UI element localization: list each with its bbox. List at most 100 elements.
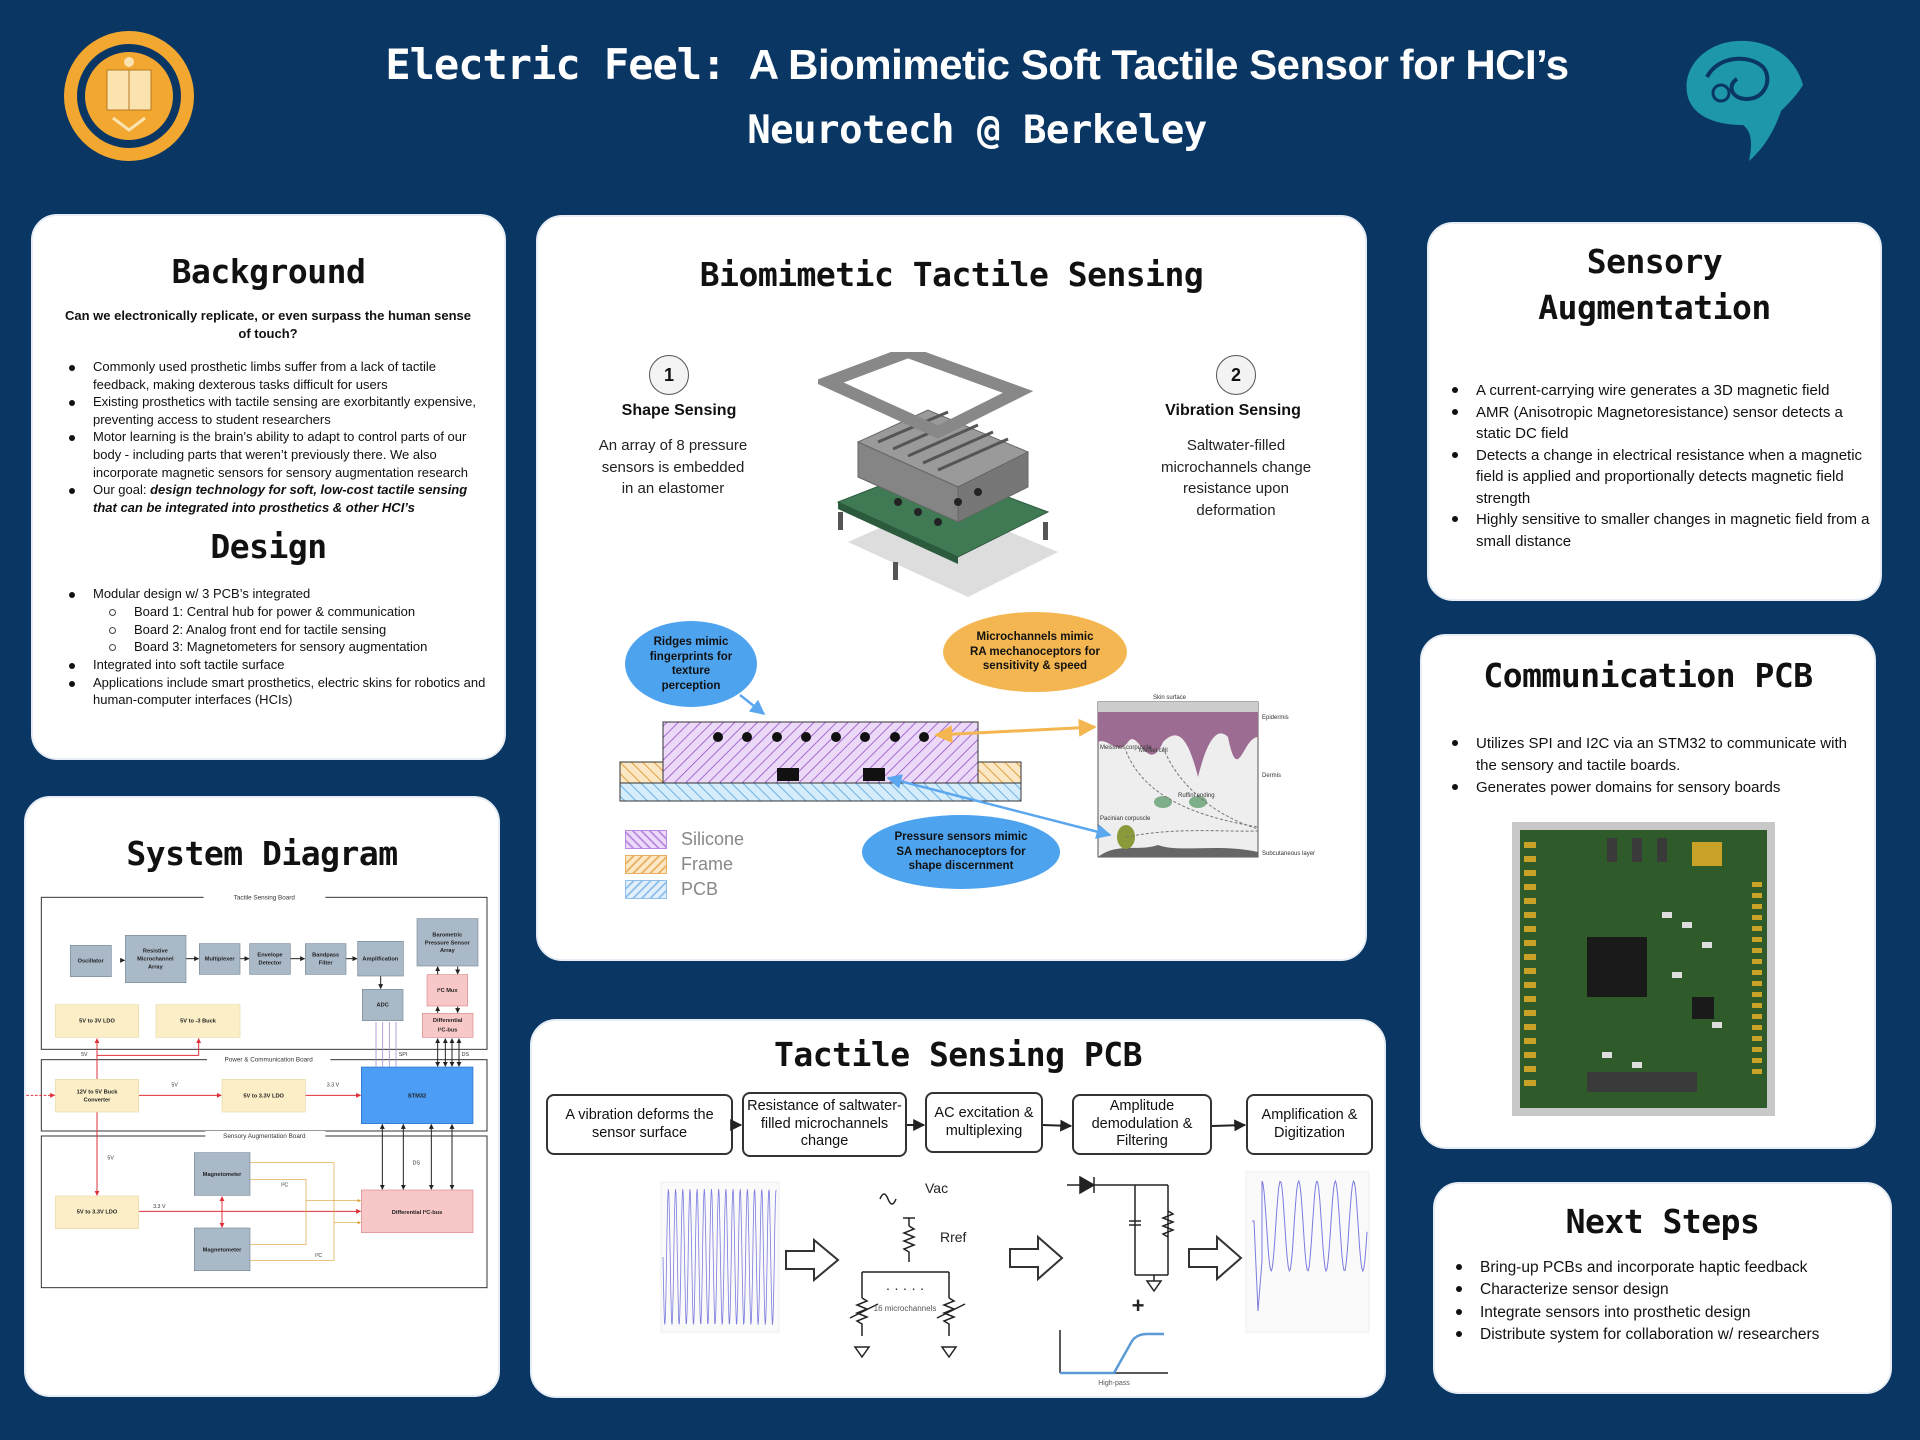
block-label: Bandpass <box>312 953 339 959</box>
background-bullet: Existing prosthetics with tactile sensin… <box>69 393 493 428</box>
skin-label: Dermis <box>1262 773 1281 779</box>
communication-pcb-panel: Communication PCB Utilizes SPI and I2C v… <box>1420 634 1876 1149</box>
process-arrow-icon <box>785 1237 840 1283</box>
design-sub-bullet: Board 1: Central hub for power & communi… <box>109 603 494 621</box>
design-bullets-2: Integrated into soft tactile surface App… <box>69 656 493 709</box>
block-label: STM32 <box>408 1093 426 1099</box>
vibration-description: Saltwater-filled microchannels change re… <box>1146 435 1326 521</box>
design-sub-bullets: Board 1: Central hub for power & communi… <box>109 603 494 656</box>
block-label: Converter <box>84 1097 112 1103</box>
flow-step-digitization: Amplification & Digitization <box>1246 1094 1373 1155</box>
background-bullets: Commonly used prosthetic limbs suffer fr… <box>69 358 493 516</box>
ridges-callout: Ridges mimic fingerprints for texture pe… <box>625 621 757 707</box>
stm32-block <box>360 1066 474 1124</box>
signal-chain-graphics: Vac Rref 16 microchannels · · · · · + Hi… <box>660 1119 1370 1387</box>
tactile-pcb-title: Tactile Sensing PCB <box>774 1035 1143 1074</box>
adc-block <box>361 989 404 1021</box>
group-label: Power & Communication Board <box>225 1057 314 1064</box>
wire-label: DS <box>462 1052 470 1058</box>
wire-label: 3.3 V <box>153 1204 166 1210</box>
i2c-mux-block <box>426 974 468 1007</box>
microchannel-array-block <box>125 935 187 983</box>
block-label: Magnetometer <box>203 1247 242 1253</box>
desc-line: resistance upon <box>1183 480 1289 497</box>
next-steps-bullets: Bring-up PCBs and incorporate haptic fee… <box>1456 1257 1880 1346</box>
biomimetic-panel: Biomimetic Tactile Sensing 1 Shape Sensi… <box>536 215 1367 961</box>
next-step-bullet: Integrate sensors into prosthetic design <box>1456 1302 1880 1324</box>
demodulation-circuit <box>1059 1175 1176 1375</box>
sensory-bullet: Highly sensitive to smaller changes in m… <box>1452 509 1871 552</box>
legend-label: PCB <box>681 879 719 899</box>
block-label: Multiplexer <box>205 957 236 963</box>
sensory-title-line1: Sensory <box>1586 242 1723 281</box>
process-arrow-icon <box>1188 1234 1243 1282</box>
block-label: 5V to 3.3V LDO <box>243 1093 284 1099</box>
ldo-33-power-block <box>221 1078 306 1113</box>
pcb-layer <box>619 782 1022 802</box>
background-title: Background <box>171 252 366 291</box>
ldo-33-sensory-block <box>55 1195 139 1229</box>
skin-label: Epidermis <box>1262 715 1289 721</box>
skin-label: Meissner corpuscle <box>1100 745 1152 751</box>
pcb-swatch <box>625 880 667 899</box>
background-panel: Background Can we electronically replica… <box>31 214 506 760</box>
system-diagram-panel: System Diagram Tactile Sensing Board Pow… <box>24 796 500 1397</box>
wire-label: 3.3 V <box>327 1083 340 1089</box>
system-block-diagram: Tactile Sensing Board Power & Communicat… <box>26 892 488 1289</box>
silicone-body <box>662 721 979 784</box>
vibration-number-badge: 2 <box>1216 355 1256 395</box>
tactile-pcb-panel: Tactile Sensing PCB A vibration deforms … <box>530 1019 1386 1398</box>
group-label: Sensory Augmentation Board <box>223 1133 306 1140</box>
legend-silicone: Silicone <box>625 829 744 850</box>
background-bullet: Motor learning is the brain’s ability to… <box>69 428 493 481</box>
skin-label: Pacinian corpuscle <box>1100 816 1151 822</box>
skin-diagram: Skin surface Epidermis Dermis Subcutaneo… <box>1097 695 1315 858</box>
desc-line: microchannels change <box>1160 458 1312 476</box>
background-goal-bullet: Our goal: design technology for soft, lo… <box>69 481 493 516</box>
silicone-swatch <box>625 830 667 849</box>
sensor-exploded-render <box>818 352 1058 597</box>
microchannels-callout: Microchannels mimic RA mechanoceptors fo… <box>943 612 1127 692</box>
system-diagram-title: System Diagram <box>126 834 398 873</box>
design-sub-bullet: Board 3: Magnetometers for sensory augme… <box>109 638 494 656</box>
next-step-bullet: Bring-up PCBs and incorporate haptic fee… <box>1456 1257 1880 1279</box>
biomimetic-title: Biomimetic Tactile Sensing <box>699 255 1204 294</box>
legend-label: Silicone <box>681 829 745 849</box>
shape-description: An array of 8 pressure sensors is embedd… <box>583 435 763 500</box>
design-title: Design <box>210 527 327 566</box>
ldo-3v-block <box>55 1004 139 1038</box>
output-signal-plot <box>1245 1171 1370 1333</box>
next-steps-title: Next Steps <box>1565 1202 1760 1241</box>
goal-prefix: Our goal: <box>93 482 151 498</box>
flow-step-excitation: AC excitation & multiplexing <box>925 1092 1043 1153</box>
multiplexer-block <box>199 943 241 975</box>
block-label: Filter <box>319 961 334 967</box>
legend-pcb: PCB <box>625 879 718 900</box>
design-sub-bullet: Board 2: Analog front end for tactile se… <box>109 621 494 639</box>
neurotech-head-icon <box>1677 37 1807 162</box>
vac-label: Vac <box>925 1180 948 1196</box>
pressure-callout: Pressure sensors mimic SA mechanoceptors… <box>862 815 1060 889</box>
sensory-bullet: Detects a change in electrical resistanc… <box>1452 445 1871 510</box>
desc-line: sensors is embedded <box>601 458 745 476</box>
wire-label: I²C <box>315 1253 322 1259</box>
block-label: ADC <box>377 1003 389 1009</box>
amplification-block <box>357 941 404 977</box>
block-label: Differential I²C-bus <box>392 1209 443 1216</box>
background-bullet: Commonly used prosthetic limbs suffer fr… <box>69 358 493 393</box>
shape-number-badge: 1 <box>649 355 689 395</box>
wire-label: SPI <box>399 1052 408 1058</box>
next-step-bullet: Distribute system for collaboration w/ r… <box>1456 1324 1880 1346</box>
communication-pcb-render <box>1512 822 1775 1116</box>
title-sans-part: A Biomimetic Soft Tactile Sensor for HCI… <box>748 41 1569 88</box>
raw-signal-plot <box>660 1181 780 1333</box>
skin-label: Skin surface <box>1153 695 1187 701</box>
design-bullets: Modular design w/ 3 PCB’s integrated <box>69 585 493 603</box>
cross-section-diagram: Skin surface Epidermis Dermis Subcutaneo… <box>619 694 1315 858</box>
envelope-detector-block <box>249 943 291 975</box>
wire-label: 5V <box>107 1155 114 1161</box>
block-label: I²C-bus <box>438 1026 457 1033</box>
frame-swatch <box>625 855 667 874</box>
wire-label: DS <box>413 1160 421 1166</box>
skin-label: Ruffini ending <box>1178 793 1215 799</box>
